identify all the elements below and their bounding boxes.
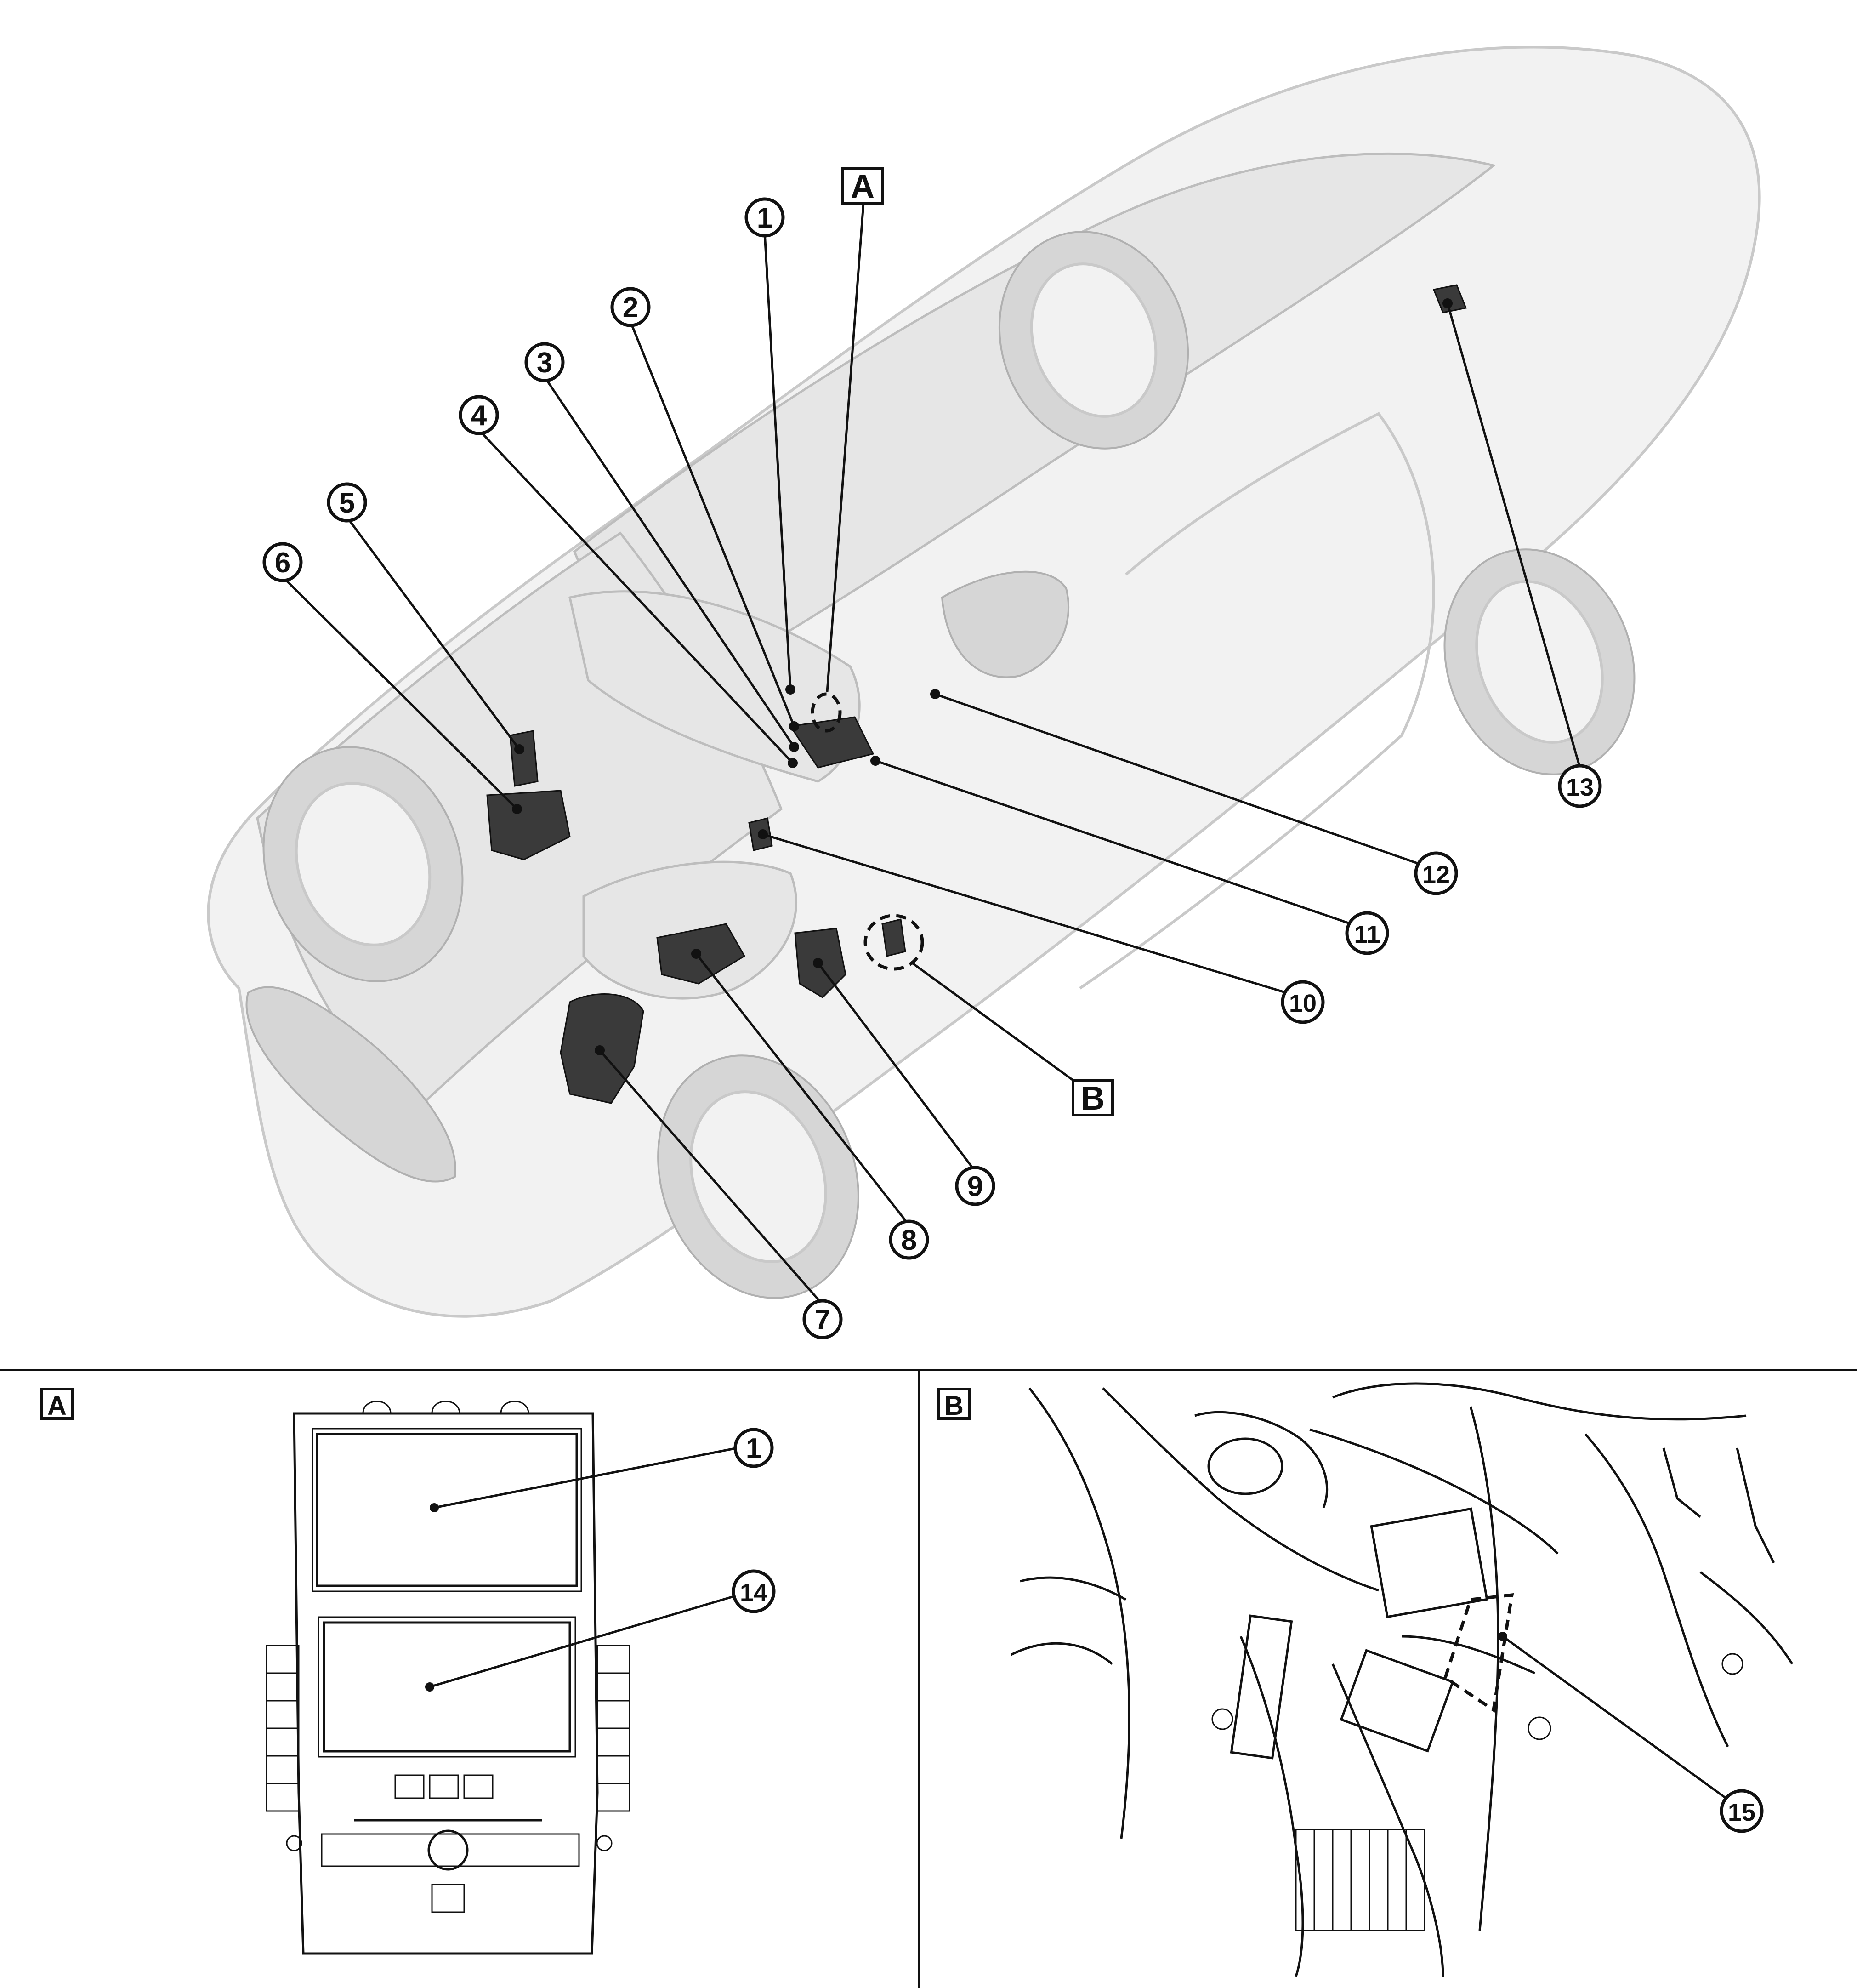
component-13-unit [1432, 284, 1467, 313]
callout-7: 7 [802, 1299, 843, 1339]
svg-text:B: B [1081, 1080, 1105, 1117]
detail-a-callout-14: 14 [732, 1569, 776, 1613]
vehicle-illustration [207, 46, 1761, 1318]
svg-text:13: 13 [1566, 774, 1594, 801]
detail-b-marker-circle [863, 914, 924, 971]
lower-display [323, 1621, 571, 1753]
side-door [1079, 412, 1435, 990]
detail-b-label: B [944, 1391, 964, 1421]
detail-a-label-box [40, 1388, 74, 1420]
component-11-unit [789, 716, 875, 769]
main-leader-lines [282, 196, 1581, 1305]
svg-text:12: 12 [1422, 861, 1450, 889]
engine-block [582, 860, 798, 1000]
svg-text:10: 10 [1289, 990, 1317, 1017]
center-console-unit [266, 1401, 630, 1955]
svg-text:5: 5 [339, 487, 355, 519]
svg-text:9: 9 [967, 1171, 983, 1202]
svg-text:1: 1 [746, 1433, 761, 1464]
callout-6: 6 [262, 542, 303, 582]
callout-2: 2 [610, 287, 651, 327]
rear-right-rim [1475, 580, 1604, 744]
detail-a-marker-circle [811, 692, 842, 733]
detail-a-panel: A [40, 1388, 776, 1955]
svg-text:14: 14 [740, 1579, 767, 1606]
detail-b-leader-15 [1502, 1635, 1729, 1801]
svg-text:2: 2 [623, 292, 638, 324]
callout-5: 5 [327, 482, 367, 523]
view-marker-b: B [1072, 1079, 1114, 1117]
svg-text:7: 7 [815, 1304, 830, 1336]
view-marker-a: A [841, 167, 884, 205]
roof-glass [573, 152, 1496, 719]
rear-left-rim [1030, 262, 1158, 418]
front-left-rim [295, 782, 432, 946]
callout-11: 11 [1345, 911, 1389, 955]
svg-text:6: 6 [275, 547, 290, 579]
component-6-unit [486, 790, 571, 860]
upper-display [316, 1433, 578, 1587]
svg-text:11: 11 [1354, 921, 1380, 948]
component-15-highlight [1443, 1593, 1514, 1713]
callout-1: 1 [744, 197, 785, 238]
callout-3: 3 [524, 342, 565, 382]
component-b-unit [881, 918, 906, 957]
svg-text:1: 1 [757, 202, 772, 234]
wiring-harness-illustration [1010, 1382, 1794, 1977]
front-right-rim [689, 1090, 827, 1263]
svg-text:A: A [851, 168, 875, 205]
detail-a-leader-14 [429, 1595, 736, 1688]
svg-text:15: 15 [1728, 1799, 1755, 1826]
detail-a-leader-1 [434, 1447, 738, 1509]
driver-seat [941, 570, 1070, 678]
callout-10: 10 [1281, 980, 1325, 1024]
callout-13: 13 [1558, 764, 1602, 808]
detail-b-panel: B [937, 1382, 1794, 1977]
svg-text:3: 3 [537, 347, 552, 379]
callout-9: 9 [955, 1166, 995, 1206]
callout-4: 4 [459, 395, 499, 435]
callout-8: 8 [889, 1219, 929, 1260]
component-5-unit [509, 730, 539, 787]
detail-a-callout-1: 1 [733, 1428, 774, 1468]
detail-a-label: A [47, 1391, 67, 1421]
svg-text:8: 8 [901, 1225, 917, 1256]
svg-text:4: 4 [471, 400, 487, 432]
front-grille [245, 986, 456, 1183]
detail-b-callout-15: 15 [1720, 1789, 1764, 1833]
callout-12: 12 [1414, 851, 1458, 895]
detail-b-label-box [937, 1388, 971, 1420]
